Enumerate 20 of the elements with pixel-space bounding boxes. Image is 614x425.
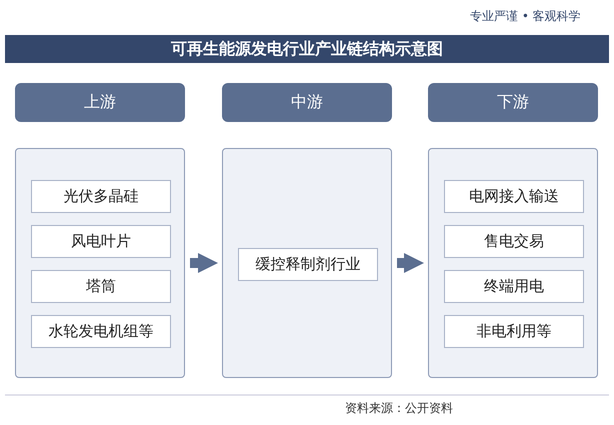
stage-header: 下游 (428, 83, 598, 122)
panel-box (15, 148, 185, 378)
item-box: 电网接入输送 (444, 180, 584, 213)
title-banner: 可再生能源发电行业产业链结构示意图 (5, 35, 609, 63)
item-box: 非电利用等 (444, 315, 584, 348)
item-box: 水轮发电机组等 (31, 315, 171, 348)
arrow (397, 253, 424, 273)
panel-box (222, 148, 392, 378)
panel-box (428, 148, 598, 378)
item-box: 终端用电 (444, 270, 584, 303)
item-box: 售电交易 (444, 225, 584, 258)
arrow (190, 253, 218, 273)
item-box: 塔筒 (31, 270, 171, 303)
stage-header: 上游 (15, 83, 185, 122)
item-box: 风电叶片 (31, 225, 171, 258)
item-box: 光伏多晶硅 (31, 180, 171, 213)
stage-header: 中游 (222, 83, 392, 122)
source-note: 资料来源：公开资料 (345, 400, 453, 417)
tagline: 专业严谨 • 客观科学 (470, 8, 581, 25)
item-box: 缓控释制剂行业 (238, 248, 378, 280)
